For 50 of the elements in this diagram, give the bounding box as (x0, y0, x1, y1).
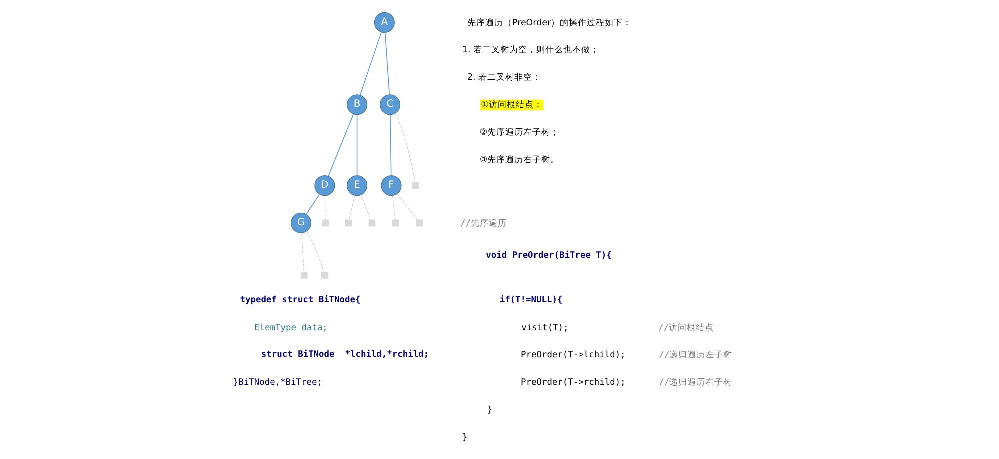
label: //访问根结点 (658, 322, 714, 333)
connector (394, 112, 416, 182)
node-box (300, 272, 308, 278)
label: //递归遍历右子树 (658, 378, 732, 388)
label: 先序遍历（PreOrder）的操作过程如下： (466, 18, 632, 28)
connector (390, 114, 392, 176)
label: typedef struct BiTNode{ (240, 294, 360, 305)
node-box (322, 219, 328, 226)
node-circle: C (380, 94, 400, 115)
label: //先序遍历 (460, 218, 507, 228)
connector (359, 31, 382, 96)
node-box (320, 272, 328, 278)
label: } (486, 405, 492, 416)
connector (306, 230, 324, 272)
label: PreOrder(T->rchild); (520, 378, 626, 388)
connector (328, 113, 354, 176)
node-circle: B (346, 94, 368, 115)
connector (348, 194, 355, 220)
node-circle: G (290, 212, 312, 233)
node-circle: F (380, 175, 402, 196)
node-circle: D (314, 175, 335, 196)
label: if(T!=NULL){ (499, 294, 562, 305)
connector (392, 194, 396, 220)
connector (396, 193, 418, 220)
node-circle: E (346, 175, 368, 196)
connector (324, 195, 326, 220)
label: ②先序遍历左子树； (479, 127, 560, 138)
label: ①访问根结点； (480, 100, 542, 110)
node-box (412, 182, 419, 189)
node-box (416, 219, 422, 226)
connector (306, 194, 320, 214)
node-box (368, 219, 376, 226)
label: ③先序遍历右子树。 (479, 154, 560, 165)
label: visit(T); (521, 322, 568, 333)
connector (384, 32, 390, 95)
connector (301, 232, 304, 272)
node-box (344, 219, 352, 226)
label: //递归遍历左子树 (658, 350, 732, 360)
label: } (462, 432, 468, 442)
label: void PreOrder(BiTree T){ (486, 250, 612, 261)
connector (356, 114, 358, 176)
label: 1. 若二叉树为空，则什么也不做； (462, 45, 600, 56)
node-box (392, 219, 399, 226)
label: 2. 若二叉树非空： (466, 72, 542, 83)
label: PreOrder(T->lchild); (520, 350, 626, 360)
node-circle: A (374, 12, 394, 32)
label: struct BiTNode *lchild,*rchild; (260, 350, 429, 360)
connector (360, 194, 371, 220)
label: ElemType data; (254, 322, 328, 333)
label: }BiTNode,*BiTree; (232, 378, 322, 388)
